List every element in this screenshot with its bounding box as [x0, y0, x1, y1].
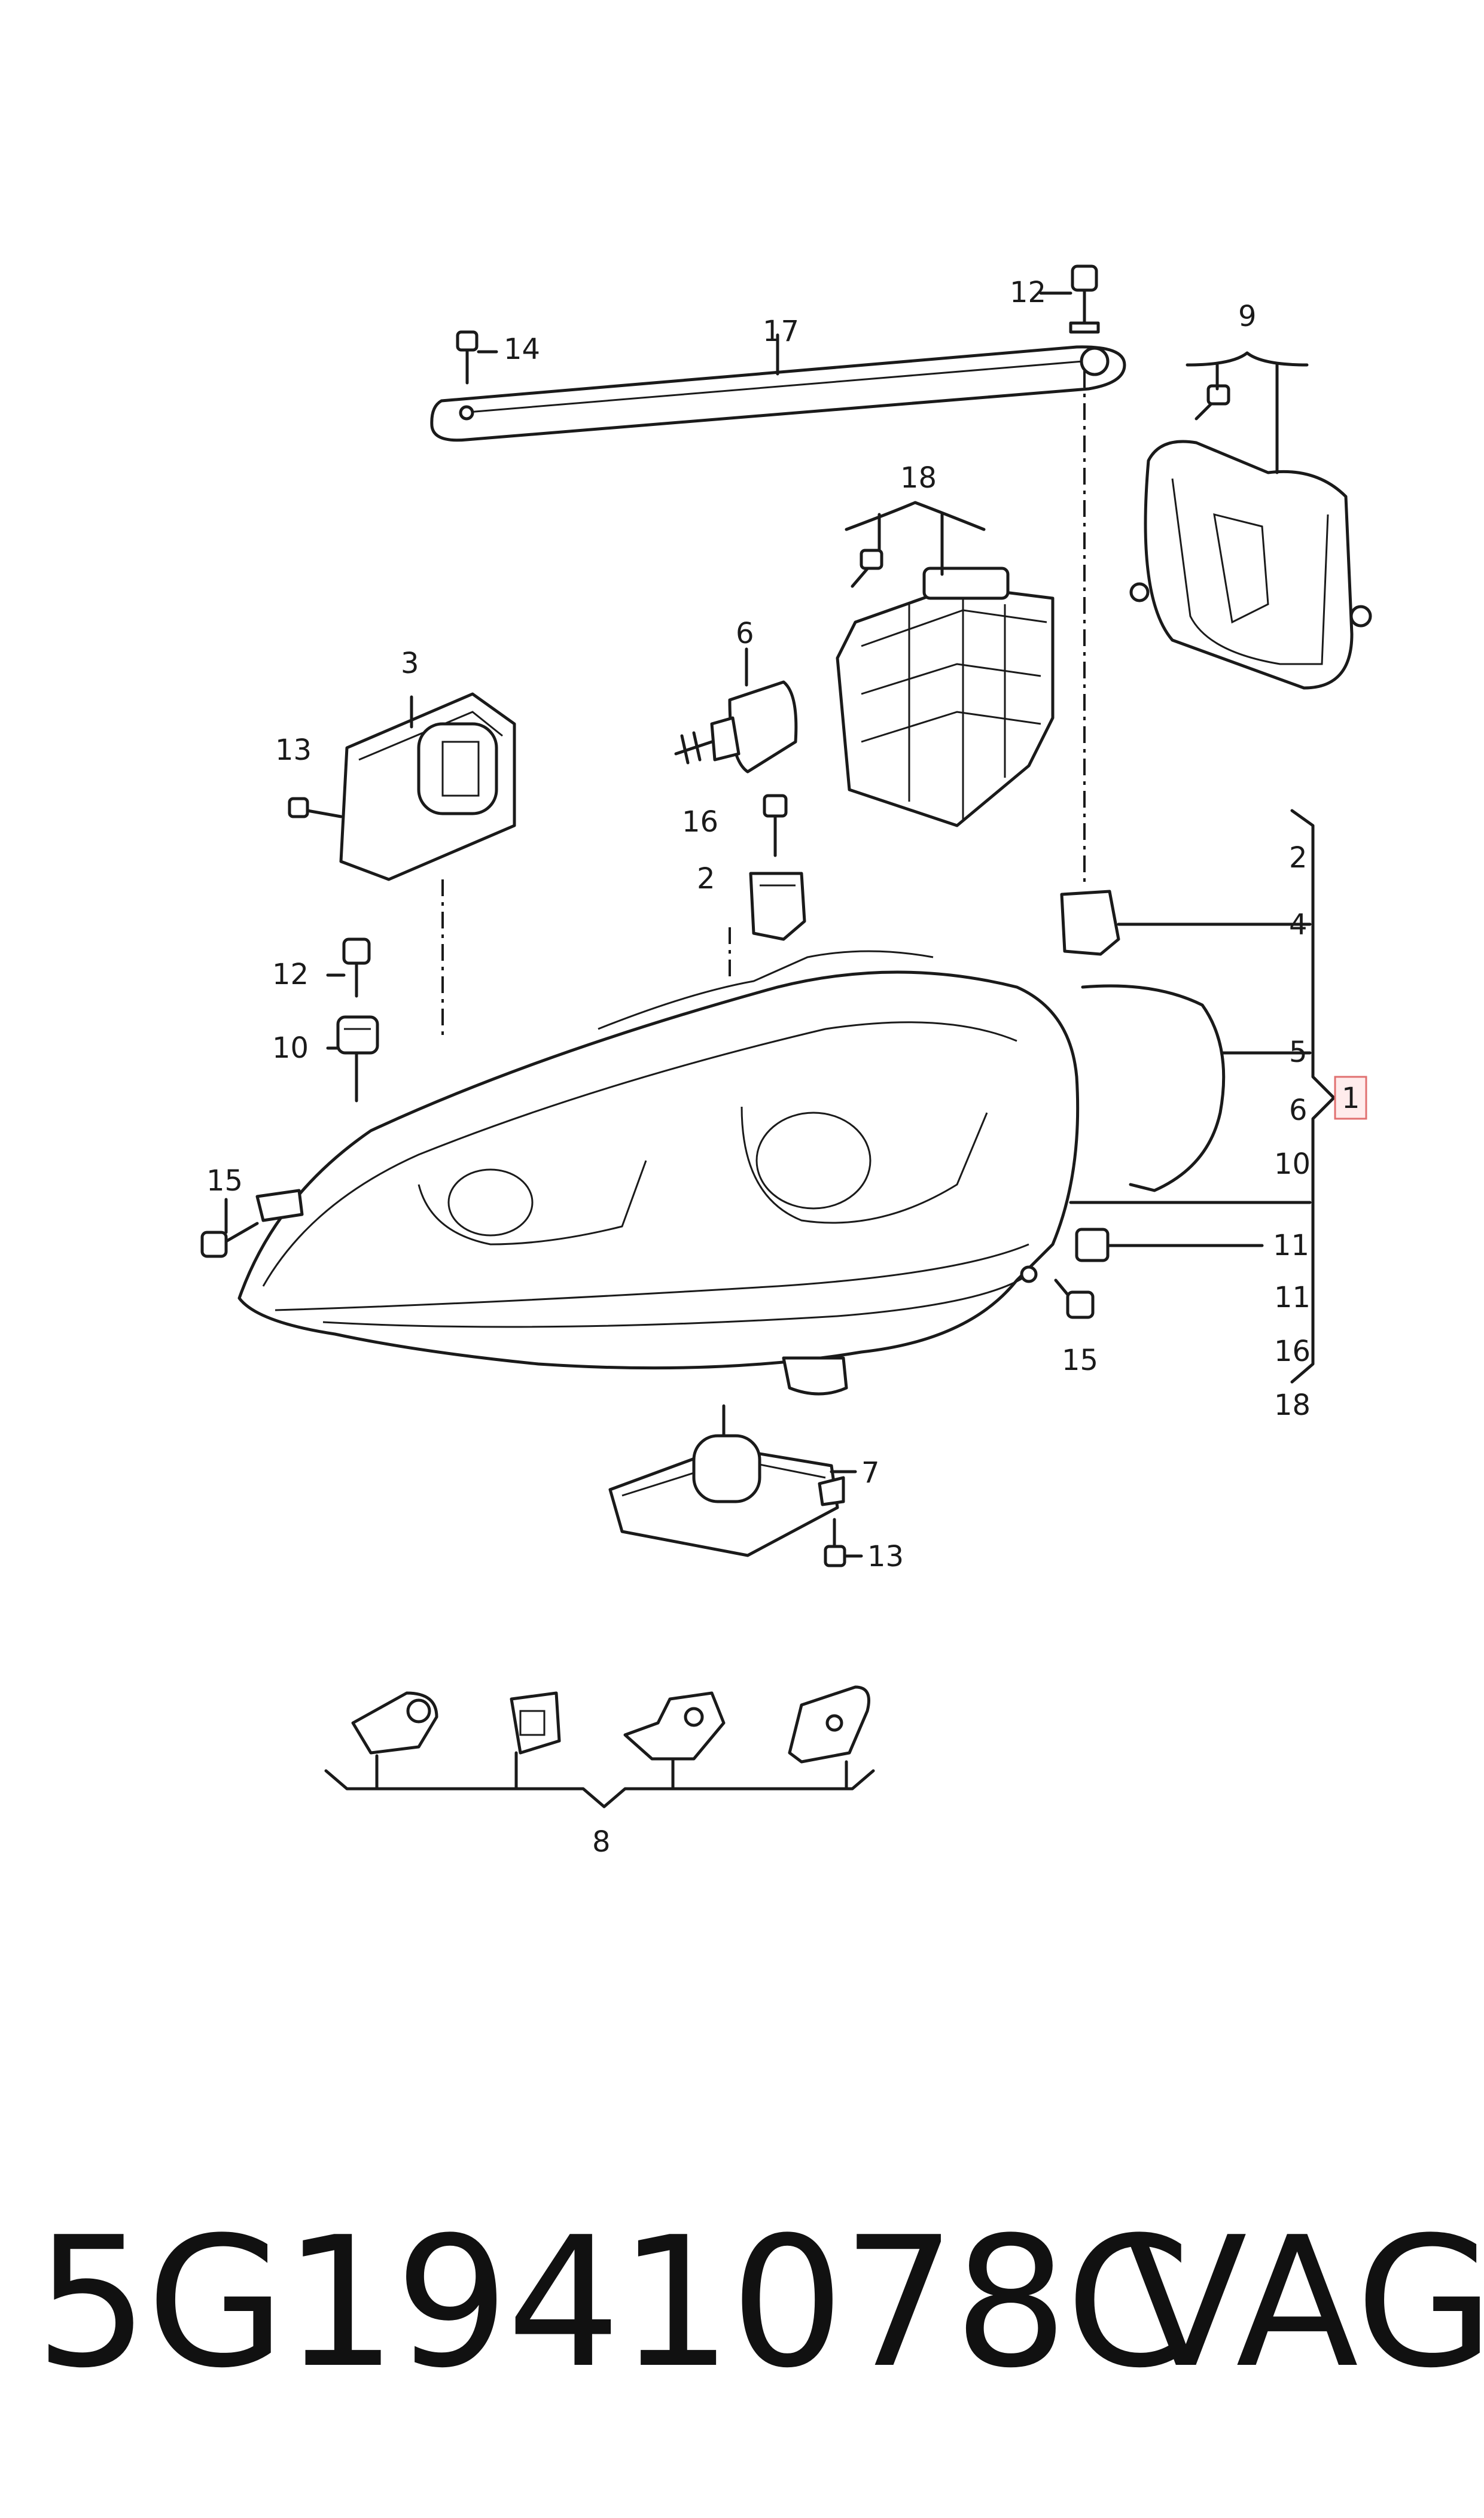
screw-13-bottom	[824, 1518, 846, 1567]
screw-15-bottom	[1054, 1278, 1095, 1319]
clip-11	[1075, 1228, 1110, 1262]
callout-16-left: 16	[682, 805, 718, 839]
seal-strip-5	[1081, 984, 1226, 1192]
bracket-part-8c	[623, 1691, 726, 1761]
reference-box	[1334, 1076, 1367, 1120]
callout-3: 3	[401, 647, 419, 680]
callout-2-left: 2	[697, 862, 715, 896]
mounting-bracket-17	[430, 345, 1126, 442]
callout-14: 14	[504, 333, 540, 366]
callout-18-mid: 18	[900, 461, 937, 495]
screw-9	[1194, 384, 1230, 421]
right-list-item-18: 18	[1274, 1389, 1311, 1422]
callout-15-left: 15	[206, 1164, 243, 1198]
callout-13-left: 13	[275, 733, 312, 767]
screw-16	[763, 794, 788, 857]
reference-box-label: 1	[1342, 1082, 1360, 1115]
bracket-part-8b	[510, 1691, 561, 1755]
bracket-part-8a	[351, 1691, 438, 1755]
ballast-7	[608, 1404, 845, 1557]
right-list-item-5: 5	[1289, 1036, 1308, 1069]
screw-18	[851, 549, 883, 588]
right-list-item-2: 2	[1289, 841, 1308, 875]
callout-10-left: 10	[272, 1031, 309, 1065]
callout-11-arrow: 11	[1273, 1229, 1309, 1262]
right-list-item-11: 11	[1274, 1281, 1311, 1314]
callout-6: 6	[736, 617, 754, 650]
callout-15-bottom: 15	[1062, 1344, 1098, 1377]
ballast-module-3	[339, 692, 516, 881]
callout-8: 8	[592, 1825, 611, 1859]
bracket-right	[1290, 809, 1336, 1384]
clip-4	[1060, 890, 1120, 956]
right-list-item-4: 4	[1289, 908, 1308, 942]
bracket-9	[1186, 351, 1309, 367]
bulb-6	[674, 680, 798, 774]
callout-7: 7	[861, 1456, 880, 1490]
screw-12-top	[1069, 264, 1100, 334]
callout-12-top: 12	[1010, 276, 1046, 309]
bracket-part-8d	[788, 1685, 870, 1764]
headlamp-housing	[237, 950, 1080, 1396]
callout-12-left: 12	[272, 958, 309, 991]
callout-13-bottom: 13	[867, 1540, 904, 1573]
callout-9: 9	[1238, 300, 1257, 333]
brand-label: VAG	[1125, 2199, 1484, 2407]
part-number: 5G1941078C	[35, 2199, 1191, 2407]
right-list-item-6: 6	[1289, 1094, 1308, 1127]
callout-17: 17	[763, 315, 799, 348]
housing-cover-9	[1129, 440, 1372, 690]
right-list-item-16: 16	[1274, 1335, 1311, 1368]
screw-15-left	[200, 1222, 259, 1258]
screw-14	[456, 330, 479, 385]
connector-2	[749, 872, 806, 941]
clip-10-left	[336, 1015, 379, 1055]
screw-13-left	[288, 797, 343, 818]
right-list-item-10: 10	[1274, 1147, 1311, 1181]
control-unit-18	[836, 567, 1055, 827]
screw-12-left	[342, 937, 371, 998]
bracket-18	[845, 501, 986, 531]
bracket-8	[324, 1769, 875, 1808]
